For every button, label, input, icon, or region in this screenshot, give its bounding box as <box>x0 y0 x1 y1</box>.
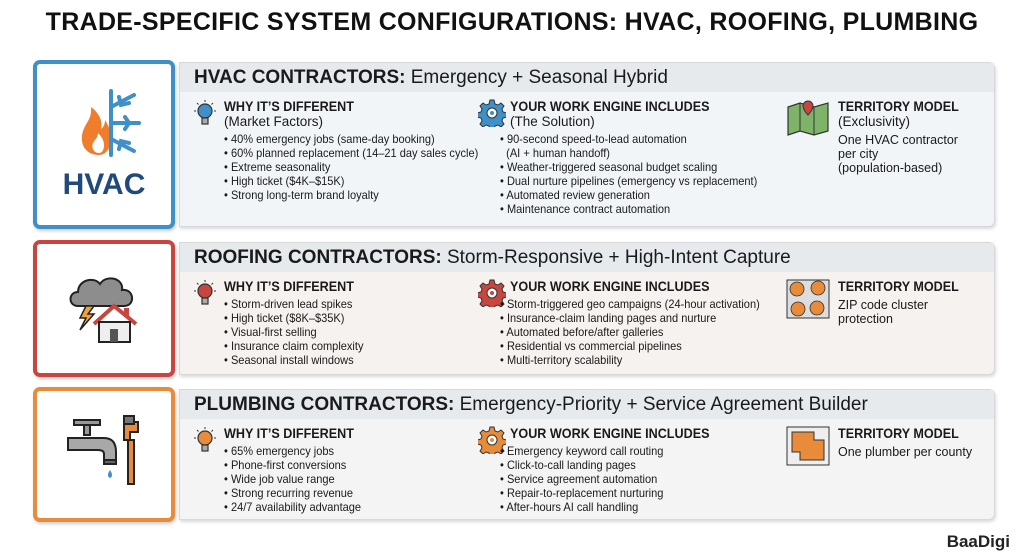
engine-heading: YOUR WORK ENGINE INCLUDES <box>510 98 710 114</box>
row-title-rest: Emergency-Priority + Service Agreement B… <box>454 394 868 415</box>
territory-text: protection <box>838 312 893 326</box>
row-title: HVAC CONTRACTORS: Emergency + Seasonal H… <box>180 63 994 92</box>
row-title-bold: ROOFING CONTRACTORS: <box>194 247 442 268</box>
why-list-item: Extreme seasonality <box>224 160 478 174</box>
why-heading: WHY IT’S DIFFERENT <box>224 278 354 294</box>
why-sub: (Market Factors) <box>224 114 324 129</box>
territory-map-icon <box>786 279 830 319</box>
why-list-item: Strong recurring revenue <box>224 486 361 500</box>
why-list-item: Strong long-term brand loyalty <box>224 188 478 202</box>
lightbulb-icon <box>192 99 218 129</box>
engine-list-item: Weather-triggered seasonal budget scalin… <box>500 160 757 174</box>
territory-map-icon <box>786 426 830 466</box>
why-list: Storm-driven lead spikesHigh ticket ($8K… <box>224 297 376 367</box>
hvac-panel: HVAC CONTRACTORS: Emergency + Seasonal H… <box>179 62 995 227</box>
engine-list-item: Repair-to-replacement nurturing <box>500 486 713 500</box>
why-list-item: Insurance claim complexity <box>224 339 364 353</box>
engine-list-item: (AI + human handoff) <box>506 146 610 160</box>
why-heading: WHY IT’S DIFFERENT <box>224 425 354 441</box>
why-list-item: Seasonal install windows <box>224 353 363 367</box>
engine-list: 90-second speed-to-lead automation(AI + … <box>500 132 780 216</box>
territory-text: per city <box>838 147 879 161</box>
engine-list: Storm-triggered geo campaigns (24-hour a… <box>500 297 782 367</box>
row-roofing: ROOFING CONTRACTORS: Storm-Responsive + … <box>33 240 995 377</box>
why-list-item: 40% emergency jobs (same-day booking) <box>224 132 478 146</box>
flame-snowflake-icon <box>59 87 149 164</box>
why-heading: WHY IT’S DIFFERENT <box>224 98 354 114</box>
row-title-bold: PLUMBING CONTRACTORS: <box>194 394 455 415</box>
hvac-label: HVAC <box>62 168 146 201</box>
engine-list-item: Automated before/after galleries <box>500 325 760 339</box>
why-list-item: 65% emergency jobs <box>224 444 361 458</box>
engine-list-item: After-hours AI call handling <box>500 500 713 514</box>
why-list-item: Visual-first selling <box>224 325 363 339</box>
territory-heading: TERRITORY MODEL <box>838 98 959 114</box>
engine-heading: YOUR WORK ENGINE INCLUDES <box>510 278 710 294</box>
engine-list-item: Service agreement automation <box>500 472 713 486</box>
territory-sub: (Exclusivity) <box>838 114 911 129</box>
engine-list-item: Emergency keyword call routing <box>500 444 713 458</box>
why-list-item: Wide job value range <box>224 472 361 486</box>
territory-text: (population-based) <box>838 161 943 175</box>
why-list-item: Phone-first conversions <box>224 458 361 472</box>
why-list-item: High ticket ($8K–$35K) <box>224 311 363 325</box>
engine-list: Emergency keyword call routingClick-to-c… <box>500 444 732 514</box>
engine-list-item: Automated review generation <box>500 188 757 202</box>
row-title-rest: Storm-Responsive + High-Intent Capture <box>441 247 791 268</box>
row-title: ROOFING CONTRACTORS: Storm-Responsive + … <box>180 243 994 272</box>
lightbulb-icon <box>192 279 218 309</box>
territory-text: One plumber per county <box>838 445 973 459</box>
engine-list-item: Storm-triggered geo campaigns (24-hour a… <box>500 297 760 311</box>
engine-list-item: Dual nurture pipelines (emergency vs rep… <box>500 174 757 188</box>
territory-text: One HVAC contractor <box>838 133 958 147</box>
hvac-icon-box: HVAC <box>33 60 175 229</box>
storm-house-icon <box>64 266 144 351</box>
page-title: TRADE-SPECIFIC SYSTEM CONFIGURATIONS: HV… <box>45 8 979 36</box>
engine-list-item: Residential vs commercial pipelines <box>500 339 760 353</box>
lightbulb-icon <box>192 426 218 456</box>
why-list-item: Storm-driven lead spikes <box>224 297 363 311</box>
engine-list-item: Click-to-call landing pages <box>500 458 713 472</box>
row-title-rest: Emergency + Seasonal Hybrid <box>405 67 668 88</box>
row-plumbing: PLUMBING CONTRACTORS: Emergency-Priority… <box>33 387 995 522</box>
row-title: PLUMBING CONTRACTORS: Emergency-Priority… <box>180 390 994 419</box>
territory-heading: TERRITORY MODEL <box>838 425 959 441</box>
territory-text: ZIP code cluster <box>838 298 929 312</box>
why-list-item: 24/7 availability advantage <box>224 500 361 514</box>
engine-list-item: Insurance-claim landing pages and nurtur… <box>500 311 760 325</box>
faucet-wrench-icon <box>64 412 144 497</box>
territory-map-icon <box>786 99 830 136</box>
why-list: 40% emergency jobs (same-day booking)60%… <box>224 132 500 202</box>
brand-logo: BaaDigi <box>946 532 1010 551</box>
engine-list-item: Multi-territory scalability <box>500 353 760 367</box>
why-list-item: High ticket ($4K–$15K) <box>224 174 478 188</box>
why-list-item: 60% planned replacement (14–21 day sales… <box>224 146 478 160</box>
engine-list-item: Maintenance contract automation <box>500 202 757 216</box>
why-list: 65% emergency jobsPhone-first conversion… <box>224 444 373 514</box>
roofing-panel: ROOFING CONTRACTORS: Storm-Responsive + … <box>179 242 995 375</box>
engine-heading: YOUR WORK ENGINE INCLUDES <box>510 425 710 441</box>
row-hvac: HVAC HVAC CONTRACTORS: Emergency + Seaso… <box>33 60 995 229</box>
roofing-icon-box <box>33 240 175 377</box>
plumbing-panel: PLUMBING CONTRACTORS: Emergency-Priority… <box>179 389 995 520</box>
row-title-bold: HVAC CONTRACTORS: <box>194 67 406 88</box>
plumbing-icon-box <box>33 387 175 522</box>
engine-sub: (The Solution) <box>510 114 595 129</box>
gear-icon <box>476 99 508 131</box>
engine-list-item: 90-second speed-to-lead automation <box>500 132 757 146</box>
territory-heading: TERRITORY MODEL <box>838 278 959 294</box>
